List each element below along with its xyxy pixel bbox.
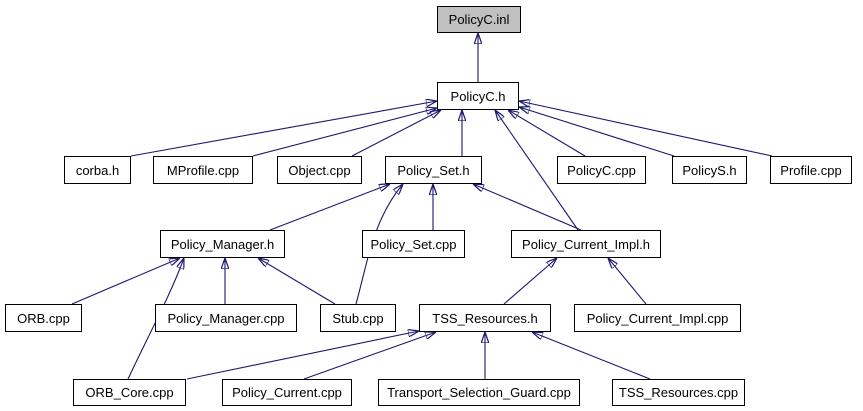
edge-tss-resources-h-to-policy-current-impl-h [503,258,557,305]
node-profile-cpp[interactable]: Profile.cpp [770,156,852,184]
edge-policy-current-impl-cpp-to-policy-current-impl-h [608,258,647,305]
node-object-cpp[interactable]: Object.cpp [277,156,362,184]
edge-orb-core-cpp-to-tss-resources-h [186,331,419,380]
edge-policy-current-impl-h-to-policyc-h [495,110,579,231]
node-policyc-inl: PolicyC.inl [437,6,521,33]
node-policy-manager-h[interactable]: Policy_Manager.h [160,230,285,258]
edge-policyc-cpp-to-policyc-h [508,110,586,157]
edge-object-cpp-to-policyc-h [351,110,441,157]
node-orb-core-cpp[interactable]: ORB_Core.cpp [73,379,186,406]
edge-corba-h-to-policyc-h [130,101,437,157]
node-policys-h[interactable]: PolicyS.h [672,156,747,184]
edge-policy-current-impl-h-to-policy-set-h [473,184,582,231]
edge-tss-resources-cpp-to-tss-resources-h [532,332,651,380]
node-policy-set-h[interactable]: Policy_Set.h [385,156,482,184]
node-orb-cpp[interactable]: ORB.cpp [5,304,82,332]
node-transport-selection-guard-cpp[interactable]: Transport_Selection_Guard.cpp [378,379,580,406]
node-policy-current-impl-h[interactable]: Policy_Current_Impl.h [511,230,661,258]
edge-stub-cpp-to-policy-manager-h [258,258,336,305]
edge-profile-cpp-to-policyc-h [519,101,773,157]
node-policy-current-cpp[interactable]: Policy_Current.cpp [222,379,352,406]
edge-policy-current-cpp-to-tss-resources-h [303,332,436,380]
edge-policys-h-to-policyc-h [519,107,675,157]
node-policyc-h[interactable]: PolicyC.h [437,82,519,110]
node-corba-h[interactable]: corba.h [64,156,131,184]
node-stub-cpp[interactable]: Stub.cpp [320,304,396,332]
edge-mprofile-cpp-to-policyc-h [252,108,437,157]
edge-orb-cpp-to-policy-manager-h [71,258,180,305]
node-policyc-cpp[interactable]: PolicyC.cpp [557,156,646,184]
node-policy-set-cpp[interactable]: Policy_Set.cpp [362,230,465,258]
node-tss-resources-h[interactable]: TSS_Resources.h [419,304,551,332]
node-tss-resources-cpp[interactable]: TSS_Resources.cpp [612,379,745,406]
node-policy-manager-cpp[interactable]: Policy_Manager.cpp [155,304,297,332]
node-policy-current-impl-cpp[interactable]: Policy_Current_Impl.cpp [574,304,741,332]
node-mprofile-cpp[interactable]: MProfile.cpp [153,156,253,184]
edge-policy-manager-h-to-policy-set-h [269,184,390,231]
